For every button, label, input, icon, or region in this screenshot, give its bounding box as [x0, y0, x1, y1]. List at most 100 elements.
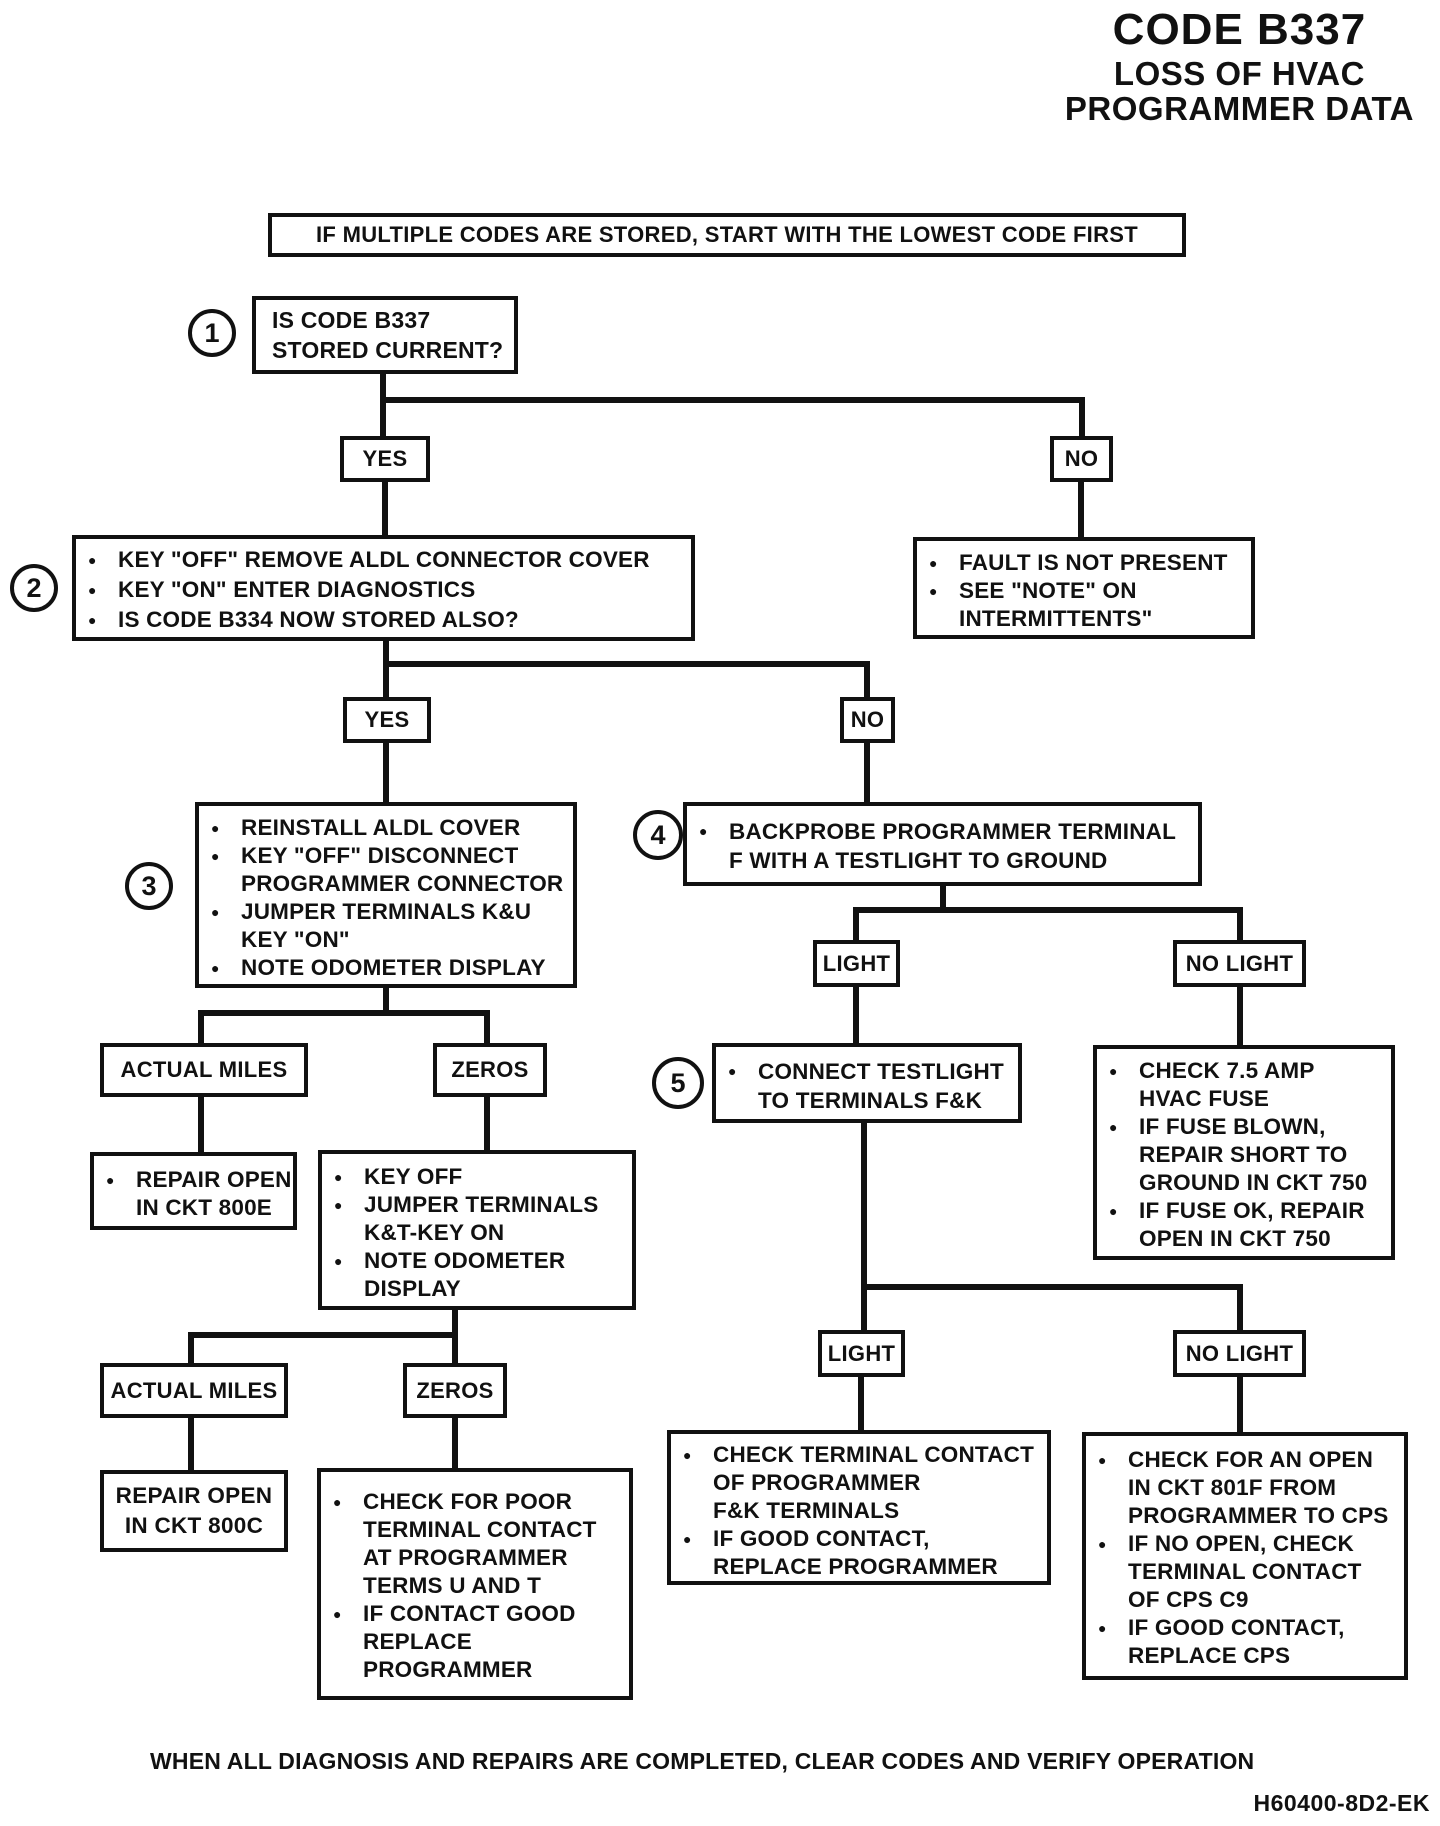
node-repair-ckt-800e: ● REPAIR OPEN IN CKT 800E [90, 1152, 297, 1230]
bullet-item: ●REINSTALL ALDL COVER [209, 814, 565, 842]
bullet-text: CHECK FOR POOR TERMINAL CONTACT AT PROGR… [363, 1489, 597, 1598]
bullet-item: ● IF FUSE OK, REPAIR OPEN IN CKT 750 [1107, 1197, 1383, 1253]
bullet-text: IF FUSE BLOWN, REPAIR SHORT TO GROUND IN… [1139, 1114, 1368, 1195]
bullet-text: IF GOOD CONTACT, REPLACE PROGRAMMER [713, 1526, 998, 1579]
connector-line [1078, 482, 1084, 537]
bullet-icon: ● [929, 555, 938, 571]
step-circle-5: 5 [652, 1057, 704, 1109]
bullet-icon: ● [88, 582, 97, 598]
subtitle-line-1: LOSS OF HVAC [1113, 55, 1365, 92]
bullet-icon: ● [333, 1606, 342, 1622]
bullet-icon: ● [1109, 1203, 1118, 1219]
bullet-text: REPAIR OPEN IN CKT 800E [136, 1167, 292, 1220]
connector-line [853, 907, 859, 940]
connector-line [864, 661, 870, 697]
bullet-text: IF CONTACT GOOD REPLACE PROGRAMMER [363, 1601, 576, 1682]
decision-yes-1: YES [340, 436, 430, 482]
bullet-item: ● IF GOOD CONTACT, REPLACE CPS [1096, 1614, 1396, 1670]
banner-note: IF MULTIPLE CODES ARE STORED, START WITH… [268, 213, 1186, 257]
bullet-item: ●KEY "OFF" REMOVE ALDL CONNECTOR COVER [86, 545, 683, 575]
connector-line [452, 1332, 458, 1363]
connector-line [1237, 1284, 1243, 1330]
bullet-item: ●BACKPROBE PROGRAMMER TERMINAL F WITH A … [697, 817, 1190, 875]
bullet-icon: ● [1098, 1620, 1107, 1636]
bullet-text: KEY OFF [364, 1164, 463, 1189]
bullet-icon: ● [211, 848, 220, 864]
bullet-icon: ● [683, 1531, 692, 1547]
bullet-text: IF GOOD CONTACT, REPLACE CPS [1128, 1615, 1345, 1668]
connector-line [380, 374, 386, 436]
bullet-item: ●IS CODE B334 NOW STORED ALSO? [86, 605, 683, 635]
bullet-icon: ● [333, 1494, 342, 1510]
bullet-item: ● IF GOOD CONTACT, REPLACE PROGRAMMER [681, 1525, 1039, 1581]
connector-line [853, 987, 859, 1043]
bullet-text: KEY "OFF" REMOVE ALDL CONNECTOR COVER [118, 547, 650, 572]
decision-no-light-1: NO LIGHT [1173, 940, 1306, 987]
bullet-icon: ● [1098, 1536, 1107, 1552]
bullet-icon: ● [1109, 1063, 1118, 1079]
bullet-icon: ● [1098, 1452, 1107, 1468]
connector-line [188, 1332, 458, 1338]
connector-line [864, 743, 870, 802]
step-circle-4: 4 [633, 810, 683, 860]
node-step5-connect-testlight: ●CONNECT TESTLIGHT TO TERMINALS F&K [712, 1043, 1022, 1123]
bullet-item: ● FAULT IS NOT PRESENT [927, 549, 1243, 577]
bullet-item: ●NOTE ODOMETER DISPLAY [332, 1247, 624, 1303]
bullet-text: CHECK TERMINAL CONTACT OF PROGRAMMER F&K… [713, 1442, 1035, 1523]
bullet-item: ●JUMPER TERMINALS K&U KEY "ON" [209, 898, 565, 954]
bullet-item: ●CHECK FOR AN OPEN IN CKT 801F FROM PROG… [1096, 1446, 1396, 1530]
bullet-text: IF FUSE OK, REPAIR OPEN IN CKT 750 [1139, 1198, 1365, 1251]
bullet-icon: ● [106, 1172, 115, 1188]
bullet-item: ● NOTE ODOMETER DISPLAY [209, 954, 565, 982]
connector-line [188, 1332, 194, 1363]
bullet-icon: ● [88, 612, 97, 628]
connector-line [861, 1284, 1243, 1290]
bullet-text: KEY "ON" ENTER DIAGNOSTICS [118, 577, 476, 602]
connector-line [1237, 987, 1243, 1045]
decision-light-2: LIGHT [818, 1330, 905, 1377]
bullet-item: ●JUMPER TERMINALS K&T-KEY ON [332, 1191, 624, 1247]
decision-light-1: LIGHT [813, 940, 900, 987]
connector-line [853, 907, 1243, 913]
bullet-item: ● IF CONTACT GOOD REPLACE PROGRAMMER [331, 1600, 621, 1684]
bullet-icon: ● [334, 1169, 343, 1185]
connector-line [383, 661, 870, 667]
bullet-text: FAULT IS NOT PRESENT [959, 550, 1228, 575]
bullet-icon: ● [683, 1447, 692, 1463]
node-step4-backprobe: ●BACKPROBE PROGRAMMER TERMINAL F WITH A … [683, 802, 1202, 886]
bullet-text: REINSTALL ALDL COVER [241, 815, 521, 840]
decision-actual-miles-1: ACTUAL MILES [100, 1043, 308, 1097]
bullet-text: KEY "OFF" DISCONNECT PROGRAMMER CONNECTO… [241, 843, 564, 896]
page-title: CODE B337 LOSS OF HVAC PROGRAMMER DATA [1065, 4, 1414, 126]
decision-zeros-1: ZEROS [433, 1043, 547, 1097]
document-id: H60400-8D2-EK [1253, 1790, 1430, 1816]
bullet-text: NOTE ODOMETER DISPLAY [241, 955, 546, 980]
connector-line [452, 1418, 458, 1468]
connector-line [1237, 907, 1243, 940]
step-circle-3: 3 [125, 862, 173, 910]
bullet-icon: ● [211, 960, 220, 976]
bullet-item: ●IF FUSE BLOWN, REPAIR SHORT TO GROUND I… [1107, 1113, 1383, 1197]
bullet-item: ●SEE "NOTE" ON INTERMITTENTS" [927, 577, 1243, 633]
decision-no-2: NO [840, 697, 895, 743]
connector-line [382, 482, 388, 535]
connector-line [484, 1010, 490, 1043]
bullet-item: ●CONNECT TESTLIGHT TO TERMINALS F&K [726, 1057, 1010, 1115]
bullet-item: ●CHECK 7.5 AMP HVAC FUSE [1107, 1057, 1383, 1113]
decision-actual-miles-2: ACTUAL MILES [100, 1363, 288, 1418]
connector-line [484, 1097, 490, 1150]
node-check-terminal-contact: ● CHECK TERMINAL CONTACT OF PROGRAMMER F&… [667, 1430, 1051, 1585]
bullet-text: JUMPER TERMINALS K&U KEY "ON" [241, 899, 532, 952]
connector-line [858, 1377, 864, 1430]
decision-yes-2: YES [343, 697, 431, 743]
bullet-text: BACKPROBE PROGRAMMER TERMINAL F WITH A T… [729, 819, 1177, 873]
node-repair-ckt-800c: REPAIR OPEN IN CKT 800C [100, 1470, 288, 1552]
connector-line [861, 1123, 867, 1330]
bullet-text: JUMPER TERMINALS K&T-KEY ON [364, 1192, 599, 1245]
bullet-text: IF NO OPEN, CHECK TERMINAL CONTACT OF CP… [1128, 1531, 1362, 1612]
code-title: CODE B337 [1112, 5, 1367, 54]
node-fault-not-present: ● FAULT IS NOT PRESENT●SEE "NOTE" ON INTE… [913, 537, 1255, 639]
connector-line [383, 641, 389, 697]
connector-line [452, 1310, 458, 1338]
